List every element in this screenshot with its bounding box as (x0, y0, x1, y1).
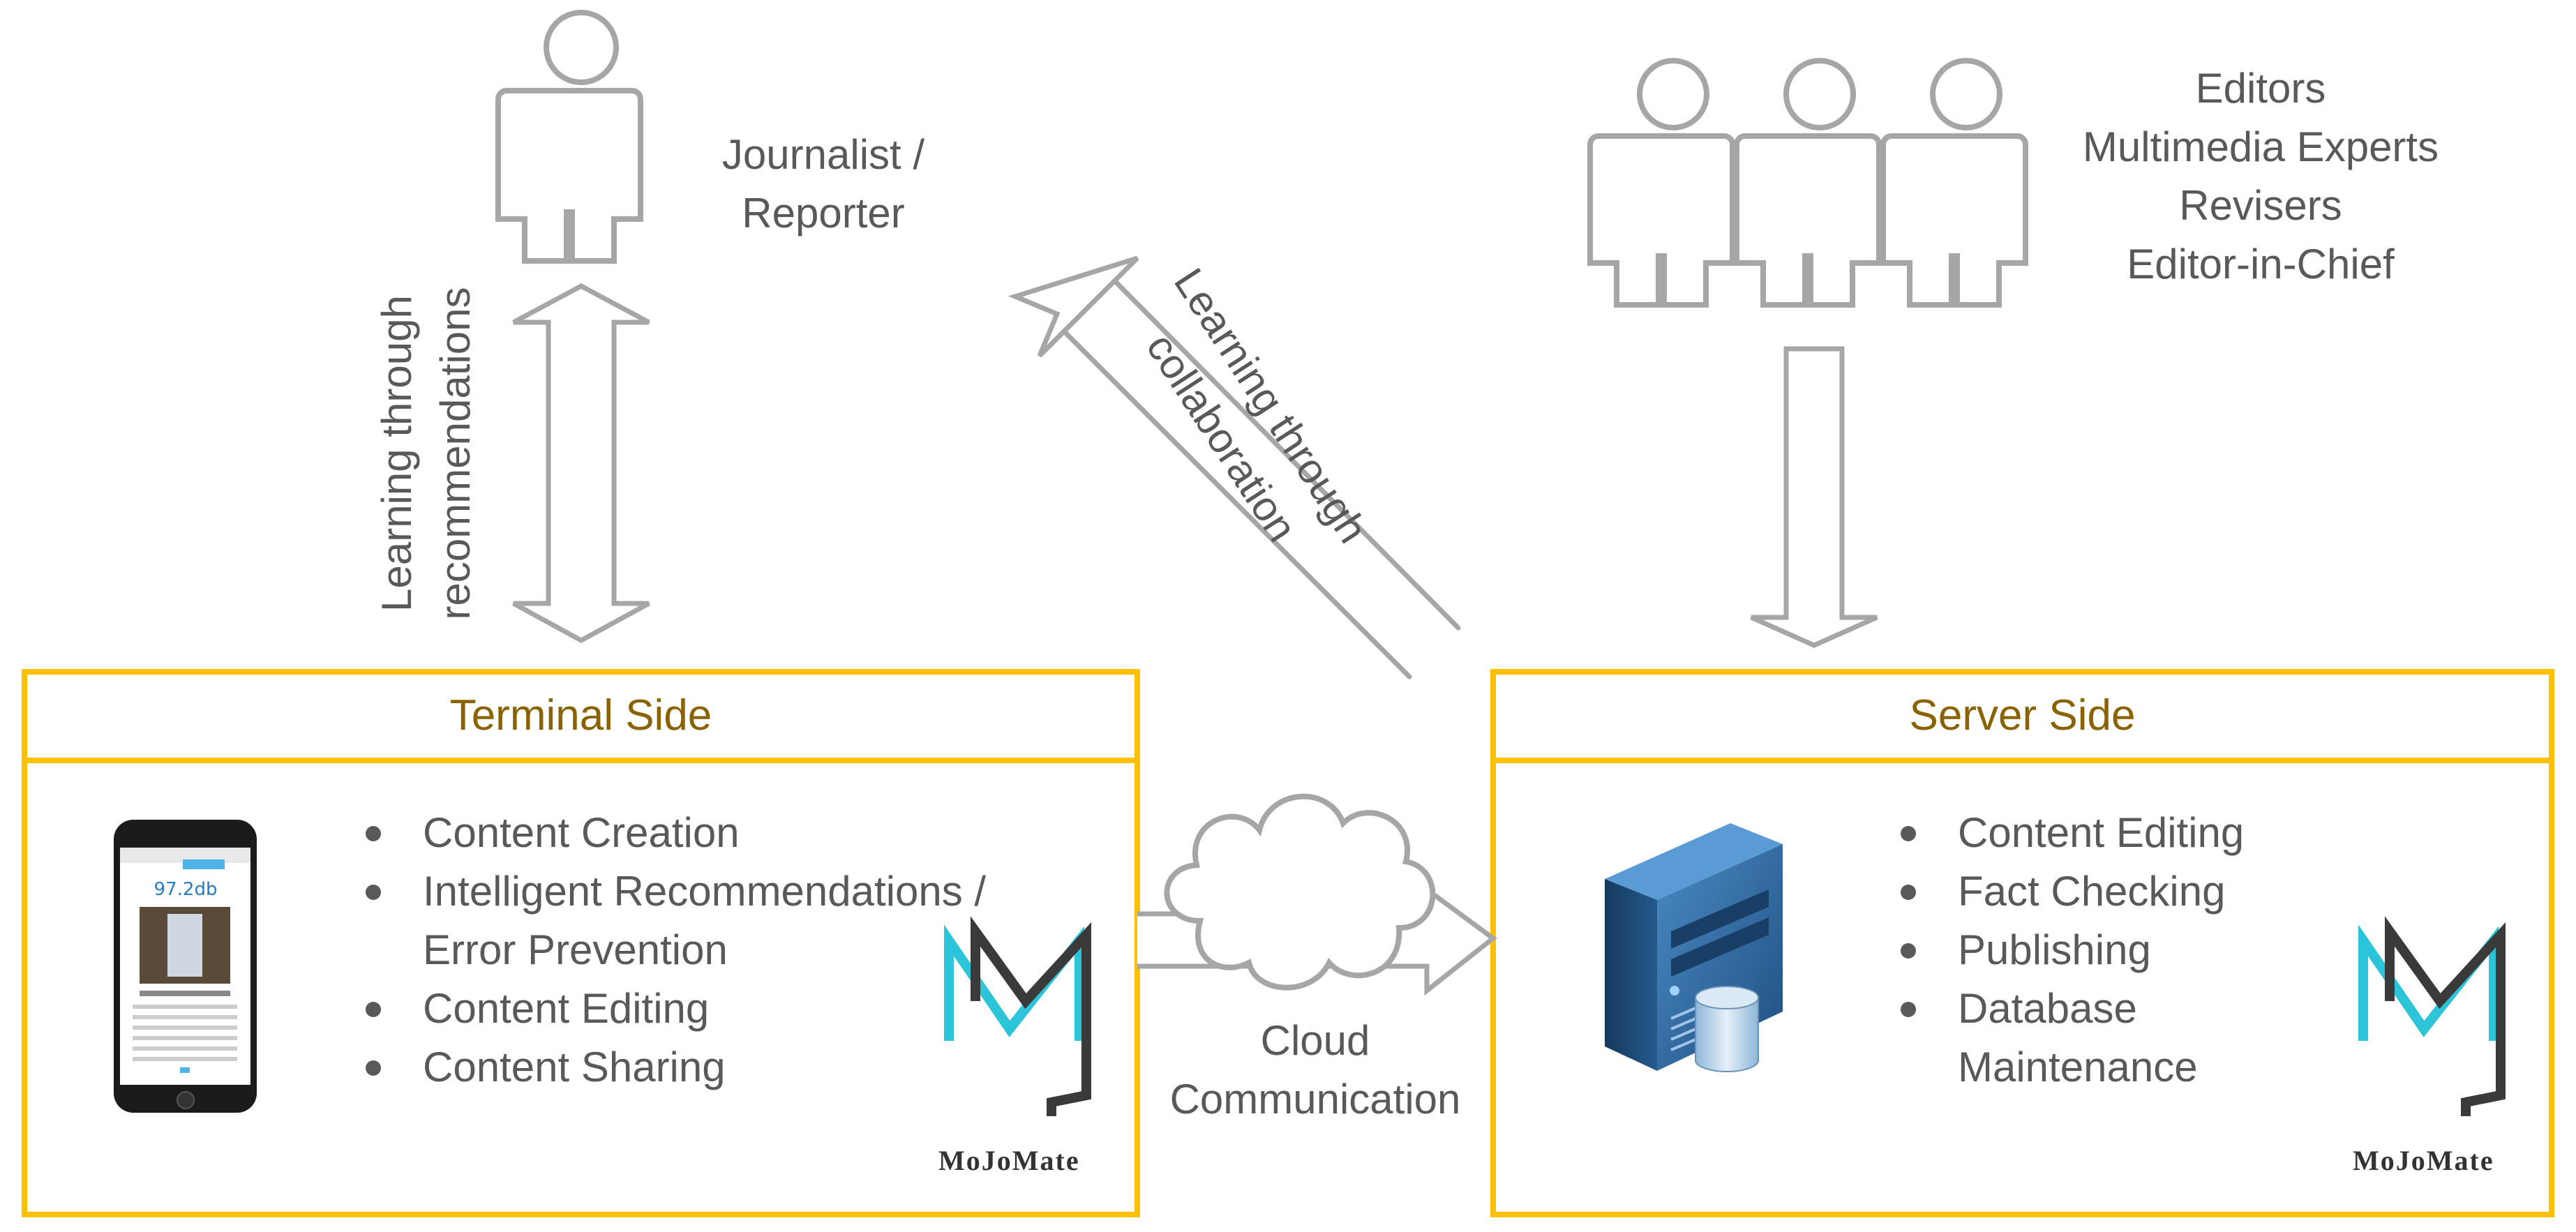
cloud-label-line1: Cloud (1260, 1017, 1370, 1064)
mojomate-logo-text: MoJoMate (2353, 1145, 2494, 1176)
server-tower-icon (1605, 823, 1783, 1072)
team-label-line: Editor-in-Chief (2127, 241, 2395, 287)
list-item: Intelligent Recommendations / (361, 862, 986, 921)
recommendations-label: Learning through recommendations (368, 279, 486, 628)
journalist-person-icon (495, 10, 643, 264)
journalist-label: Journalist / Reporter (670, 126, 977, 243)
team-person-icon (1587, 58, 1735, 308)
list-item: Fact Checking (1896, 862, 2244, 921)
journalist-label-line2: Reporter (742, 190, 905, 236)
list-item: Content Editing (1896, 804, 2244, 862)
team-label-line: Editors (2195, 65, 2326, 112)
phone-screen-value: 97.2db (154, 879, 218, 900)
diagonal-arrow-icon (1008, 255, 1461, 679)
list-item: Database (1896, 979, 2244, 1038)
mojomate-logo-icon (944, 916, 1091, 1116)
list-item: Content Creation (361, 804, 986, 862)
server-title: Server Side (1909, 691, 2136, 739)
team-person-icon (1734, 58, 1882, 308)
team-label: Editors Multimedia Experts Revisers Edit… (2023, 59, 2498, 294)
team-person-icon (1880, 58, 2028, 308)
journalist-label-line1: Journalist / (721, 131, 925, 178)
list-item: Error Prevention (423, 926, 728, 973)
list-item: Content Sharing (361, 1038, 986, 1097)
list-item: Maintenance (1958, 1044, 2198, 1090)
list-item: Publishing (1896, 921, 2244, 979)
down-arrow-icon (1750, 346, 1878, 648)
mojomate-logo-icon (2358, 916, 2506, 1116)
team-label-line: Revisers (2179, 182, 2342, 229)
terminal-title: Terminal Side (449, 691, 712, 739)
phone-icon: 97.2db (114, 820, 257, 1113)
list-item: Content Editing (361, 979, 986, 1038)
recommendations-label-line2: recommendations (432, 287, 479, 620)
double-arrow-icon (512, 283, 650, 643)
cloud-icon (1164, 793, 1436, 991)
team-label-line: Multimedia Experts (2082, 123, 2439, 170)
cloud-label: Cloud Communication (1144, 1012, 1486, 1129)
mojomate-logo-text: MoJoMate (938, 1145, 1080, 1176)
cloud-label-line2: Communication (1169, 1076, 1461, 1122)
terminal-feature-list: Content Creation Intelligent Recommendat… (361, 804, 986, 1097)
server-feature-list: Content Editing Fact Checking Publishing… (1896, 804, 2244, 1097)
recommendations-label-line1: Learning through (373, 295, 420, 612)
